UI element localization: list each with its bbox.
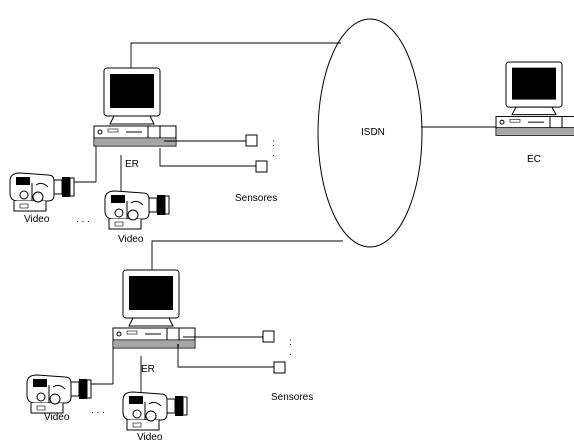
er-label-2: ER	[141, 364, 155, 375]
sensor-dots-1b: .	[272, 148, 275, 159]
sensors-label-2: Sensores	[271, 392, 313, 403]
ellipsis-1: . . .	[76, 214, 90, 225]
monitor-icon	[495, 61, 574, 136]
video-camera-icon	[9, 172, 75, 212]
sensor-dots-2: :	[289, 337, 292, 348]
monitor-icon	[93, 67, 177, 147]
video-label-1b: Video	[118, 234, 144, 245]
sensors-label-1: Sensores	[235, 193, 277, 204]
sensor-icon	[255, 160, 268, 173]
video-camera-icon	[26, 374, 92, 414]
ellipsis-2: . . .	[91, 405, 105, 416]
sensor-dots-1: :	[272, 138, 275, 149]
er-label-1: ER	[125, 159, 139, 170]
remote-station-1: : .	[9, 67, 275, 230]
video-label-2a: Video	[44, 412, 70, 423]
sensor-icon	[262, 330, 275, 343]
sensor-dots-2b: .	[289, 347, 292, 358]
sensor-icon	[273, 361, 286, 374]
isdn-network-cloud	[317, 18, 423, 248]
video-label-1a: Video	[24, 214, 50, 225]
ec-label: EC	[527, 154, 541, 165]
central-station-ec	[495, 61, 574, 136]
remote-station-2: : .	[26, 269, 292, 431]
isdn-label: ISDN	[361, 127, 385, 138]
link-station-1-isdn	[130, 42, 341, 68]
video-camera-icon	[122, 391, 188, 431]
video-camera-icon	[104, 190, 170, 230]
sensor-icon	[245, 134, 258, 147]
link-station-2-isdn	[151, 240, 343, 270]
monitor-icon	[112, 269, 196, 349]
video-label-2b: Video	[137, 432, 163, 443]
